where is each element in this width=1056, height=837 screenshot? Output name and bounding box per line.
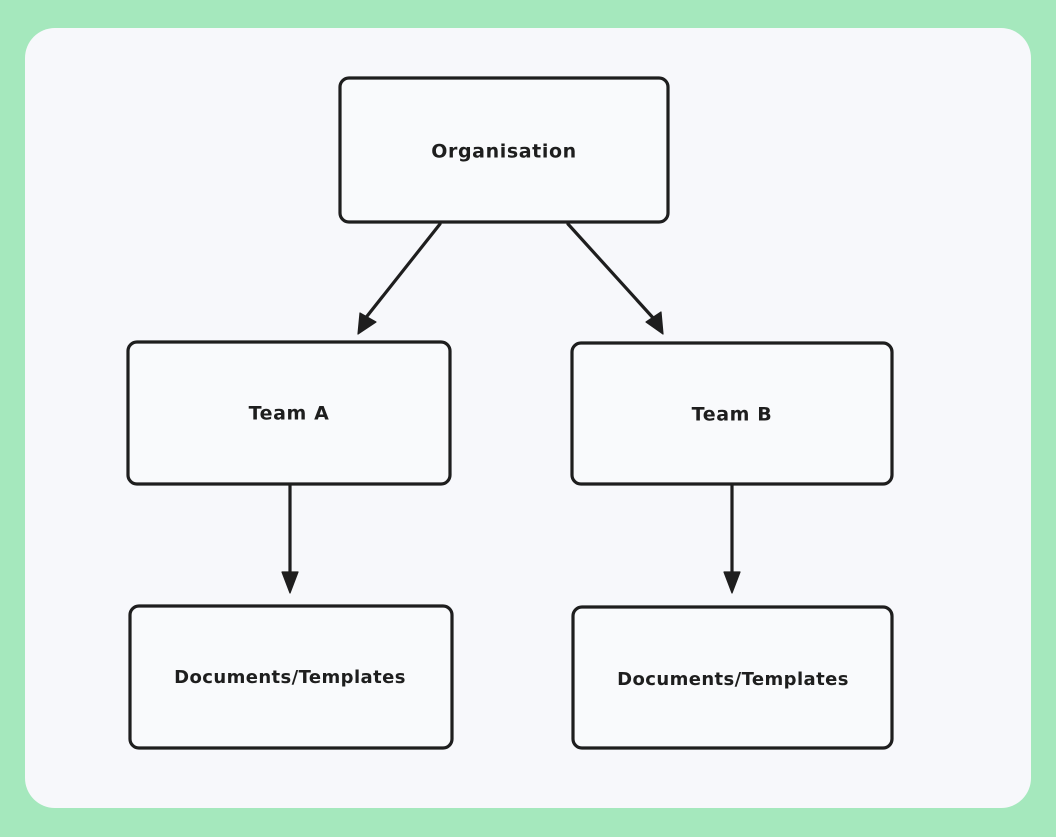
- edge-line-organisation-team-a: [362, 222, 442, 322]
- node-team-a-label: Team A: [249, 403, 330, 425]
- node-documents-templates-a[interactable]: Documents/Templates: [128, 604, 454, 750]
- node-organisation-box[interactable]: [338, 76, 670, 224]
- arrow-head-icon: [357, 312, 377, 335]
- edge-line-organisation-team-b: [566, 222, 657, 322]
- node-documents-templates-b-box[interactable]: [571, 605, 894, 750]
- edge-team-a-to-documents-a: [281, 483, 299, 594]
- node-team-a[interactable]: Team A: [126, 340, 452, 486]
- edge-organisation-to-team-b: [566, 222, 664, 335]
- arrow-head-icon: [281, 571, 299, 594]
- node-team-b[interactable]: Team B: [570, 341, 894, 486]
- node-documents-templates-a-label: Documents/Templates: [174, 667, 406, 688]
- node-team-a-box[interactable]: [126, 340, 452, 486]
- node-team-b-box[interactable]: [570, 341, 894, 486]
- arrow-head-icon: [645, 311, 664, 335]
- node-documents-templates-a-box[interactable]: [128, 604, 454, 750]
- arrow-head-icon: [723, 571, 741, 594]
- node-organisation[interactable]: Organisation: [338, 76, 670, 224]
- node-documents-templates-b[interactable]: Documents/Templates: [571, 605, 894, 750]
- node-team-b-label: Team B: [692, 404, 773, 426]
- edge-organisation-to-team-a: [357, 222, 442, 335]
- node-documents-templates-b-label: Documents/Templates: [617, 669, 849, 690]
- edge-team-b-to-documents-b: [723, 483, 741, 594]
- node-organisation-label: Organisation: [431, 141, 577, 163]
